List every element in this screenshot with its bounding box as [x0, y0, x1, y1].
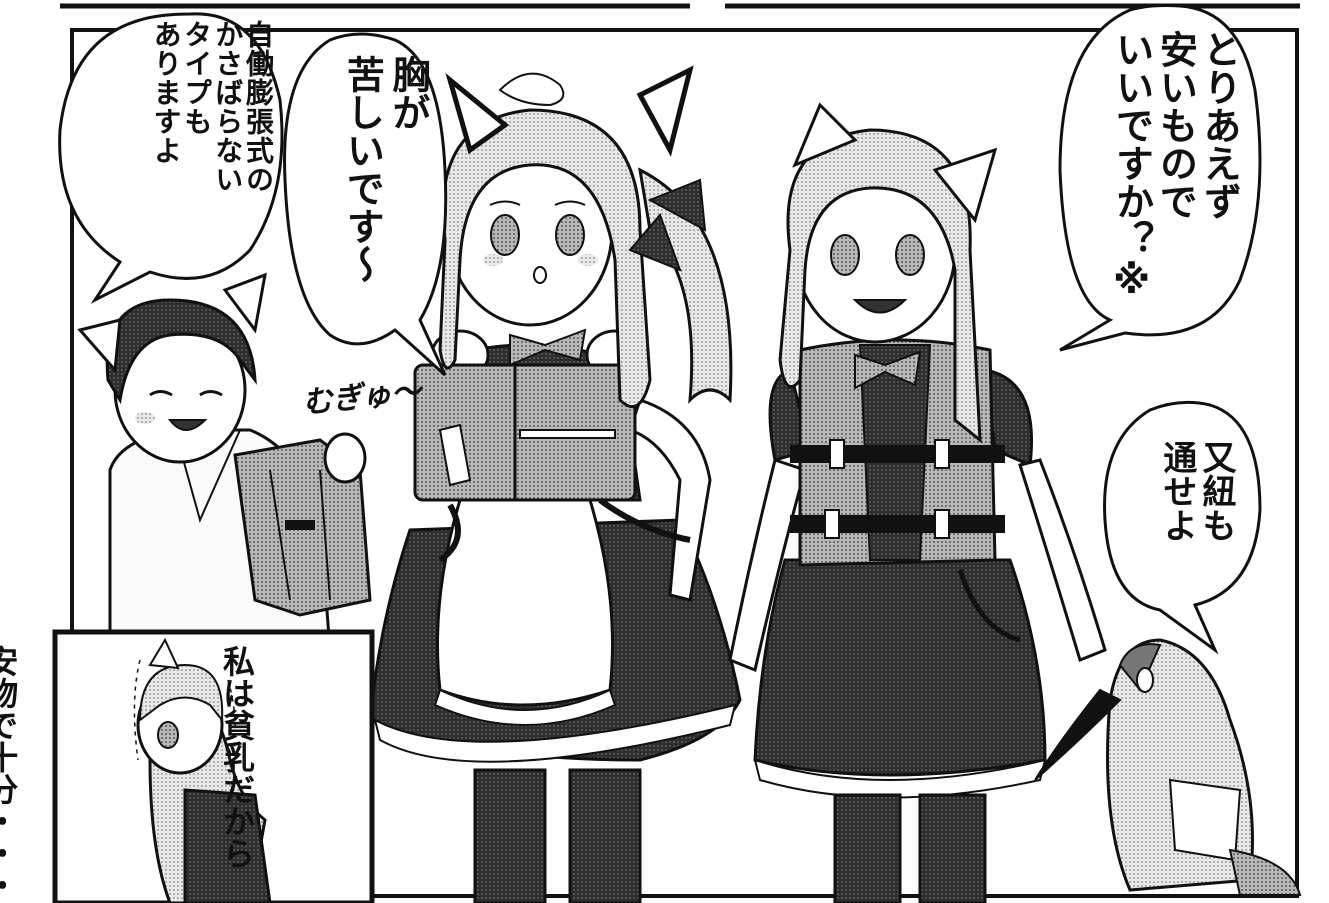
center-girl-figure	[368, 65, 742, 903]
speech-bubble-left	[58, 12, 284, 304]
inset-girl-figure	[133, 637, 272, 903]
bubble-text-bird: 又紐も 通せよ	[1156, 440, 1236, 542]
speech-bubble-right	[1058, 4, 1262, 352]
inset-caption: 私は貧乳だから 安物で十分・・・	[0, 645, 256, 901]
bird-figure	[1034, 638, 1302, 896]
left-girl-figure	[77, 272, 372, 652]
speech-bubble-bird	[1103, 400, 1262, 655]
speech-bubble-center	[283, 32, 448, 377]
bubble-text-left: 自働膨張式の かさばらない タイプも ありますよ	[149, 20, 275, 194]
bubble-text-center: 胸が 苦しいです〜	[340, 55, 430, 283]
right-girl-figure	[728, 102, 1107, 903]
bubble-text-right: とりあえず 安いもので いいですか？※	[1109, 30, 1241, 302]
